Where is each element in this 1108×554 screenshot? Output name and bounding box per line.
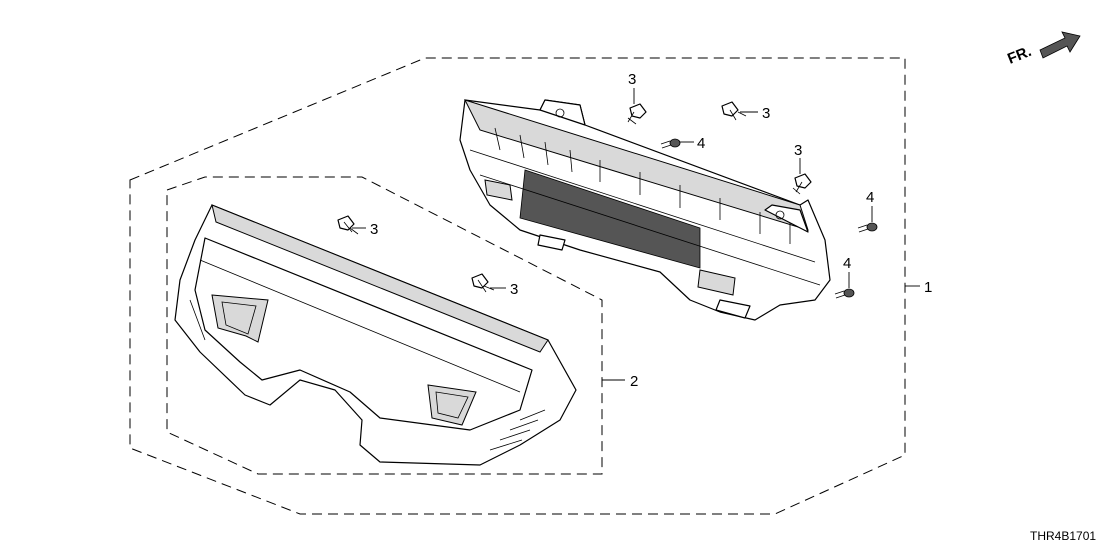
callout-screw-4a: 4 <box>697 135 705 152</box>
bezel-edge-line <box>189 259 521 393</box>
bracket-left-hole <box>555 108 565 118</box>
bezel-side-ribs <box>489 409 546 451</box>
control-unit-top-deck <box>464 99 809 231</box>
control-unit-connector-right <box>697 269 736 296</box>
clip-3d-icon <box>337 215 359 235</box>
clip-3b-icon <box>721 101 747 121</box>
assembly-boundary <box>129 57 906 515</box>
drawing-code: THR4B1701 <box>1030 529 1096 543</box>
bezel-boundary <box>166 176 603 475</box>
bezel-left-window <box>211 294 269 343</box>
callout-clip-3d: 3 <box>370 221 378 238</box>
bezel-inner-face <box>194 237 533 431</box>
control-unit-bracket-right <box>764 204 809 233</box>
control-unit-lower-tabs <box>537 234 751 319</box>
bezel-left-window-inner <box>221 301 257 335</box>
callout-clip-3b: 3 <box>762 105 770 122</box>
bezel-right-window <box>427 384 477 426</box>
control-unit-bracket-left <box>539 99 586 126</box>
callout-screw-4c: 4 <box>843 255 851 272</box>
screw-4a-icon <box>660 138 681 149</box>
control-unit-part <box>459 99 831 321</box>
control-unit-button-row <box>494 127 791 244</box>
clip-3e-icon <box>471 273 495 293</box>
callout-screw-4b: 4 <box>866 189 874 206</box>
callout-bezel: 2 <box>630 373 638 390</box>
callout-clip-3a: 3 <box>628 71 636 88</box>
callout-clip-3c: 3 <box>794 142 802 159</box>
screw-4b-icon <box>857 222 878 233</box>
front-arrow-icon <box>1039 31 1081 59</box>
bracket-right-hole <box>775 210 785 220</box>
front-direction-label: FR. <box>1005 43 1034 68</box>
control-unit-front-edge <box>469 149 821 286</box>
control-unit-display <box>519 169 701 269</box>
callout-assembly: 1 <box>924 279 932 296</box>
clip-3a-icon <box>627 103 647 125</box>
bezel-top-rim <box>211 204 549 353</box>
front-direction-indicator: FR. <box>1005 31 1081 68</box>
clip-3c-icon <box>792 173 812 195</box>
control-unit-connector-left <box>484 179 513 201</box>
callout-clip-3e: 3 <box>510 281 518 298</box>
bezel-right-window-inner <box>435 391 469 419</box>
screw-4c-icon <box>834 288 855 299</box>
bezel-part <box>174 204 577 466</box>
